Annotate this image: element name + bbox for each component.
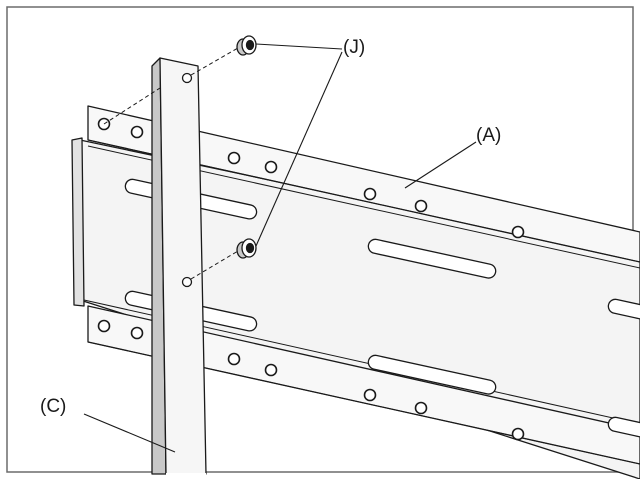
hole <box>511 427 525 441</box>
alignment-lines <box>103 47 239 280</box>
slot <box>607 416 640 442</box>
spacer-top <box>236 35 257 56</box>
callout-spacer-label: (J) <box>343 37 365 58</box>
hole <box>130 125 144 139</box>
hole <box>97 319 111 333</box>
slot <box>607 298 640 324</box>
bracket-left-edge <box>71 137 85 307</box>
wall-bracket <box>71 105 640 479</box>
leader-a <box>404 141 477 189</box>
hole <box>227 352 241 366</box>
strap-front-face <box>159 57 207 475</box>
alignment-line-top <box>190 47 239 76</box>
leader-j-top <box>255 43 343 50</box>
leader-lines <box>83 43 477 453</box>
hole <box>414 199 428 213</box>
slot <box>367 354 497 395</box>
callout-strap-label: (C) <box>40 396 66 417</box>
hole <box>227 151 241 165</box>
spacer-bottom <box>236 238 257 259</box>
callout-bracket-label: (A) <box>476 125 501 146</box>
bracket-bottom-flange <box>87 305 640 465</box>
hole <box>264 160 278 174</box>
bracket-top-flange <box>87 105 640 263</box>
hole <box>511 225 525 239</box>
hole <box>363 388 377 402</box>
spacer-hole <box>245 242 255 254</box>
slot <box>367 238 497 279</box>
hole <box>130 326 144 340</box>
strap-hole-bottom <box>181 276 193 288</box>
leader-j-bottom <box>255 51 343 247</box>
alignment-line-bottom <box>190 250 239 280</box>
vertical-strap <box>151 57 207 475</box>
leader-c <box>83 413 176 453</box>
hole <box>363 187 377 201</box>
hole <box>414 401 428 415</box>
hole <box>264 363 278 377</box>
strap-hole-top <box>181 72 193 84</box>
spacer-hole <box>245 39 255 51</box>
